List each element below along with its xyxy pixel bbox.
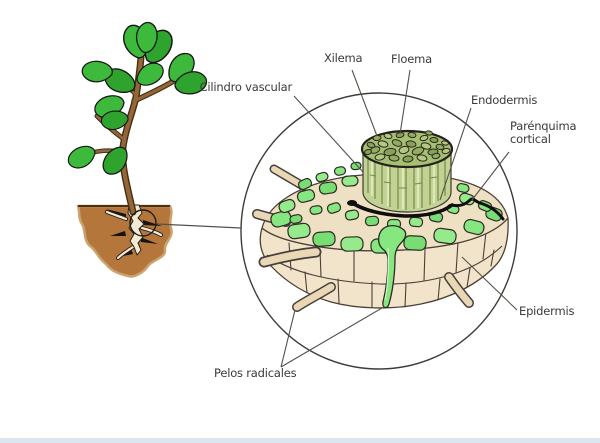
leader-xilema xyxy=(351,69,378,137)
root-hair-green xyxy=(377,224,407,309)
label-pelos-radicales: Pelos radicales xyxy=(214,366,297,380)
label-endodermis: Endodermis xyxy=(471,93,538,107)
leader-endodermis xyxy=(439,107,472,201)
label-floema: Floema xyxy=(391,52,432,66)
leader-cilindro-vascular xyxy=(293,95,364,173)
label-cilindro-vascular: Cilindro vascular xyxy=(199,80,293,94)
root-cross-section xyxy=(252,69,518,368)
root-zoom-circle xyxy=(129,209,157,237)
plant-illustration xyxy=(66,18,242,278)
endodermis-line xyxy=(347,197,505,221)
leader-floema xyxy=(399,69,411,135)
root-hairs-front xyxy=(258,246,474,312)
leader-pelos-1 xyxy=(280,309,296,368)
leader-lines xyxy=(280,69,518,368)
label-parenquima-cortical: Parénquima cortical xyxy=(510,119,577,146)
vascular-cylinder xyxy=(360,129,454,213)
roots xyxy=(105,204,163,260)
label-xilema: Xilema xyxy=(324,51,363,65)
image-bottom-border xyxy=(0,438,600,443)
leader-parenquima xyxy=(471,151,510,201)
leader-pelos-2 xyxy=(280,307,383,368)
label-epidermis: Epidermis xyxy=(519,304,575,318)
cylinder-top-cells xyxy=(364,130,451,163)
leader-epidermis xyxy=(461,256,518,311)
callout-line xyxy=(156,223,242,229)
